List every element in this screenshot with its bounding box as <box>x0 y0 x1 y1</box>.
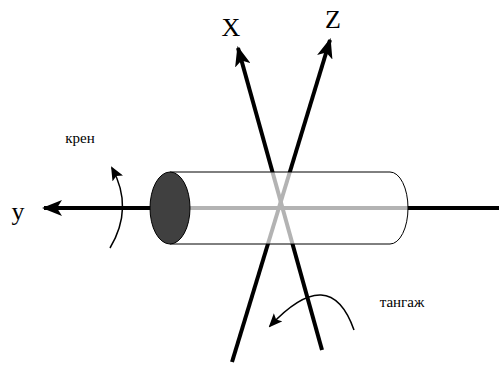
cylinder-outline <box>170 172 408 244</box>
rotation-label: тангаж <box>380 295 425 310</box>
axis-label: Z <box>325 7 341 33</box>
cylinder-body <box>170 172 408 244</box>
rotation-label: крен <box>65 131 94 146</box>
roll-arrow <box>110 168 123 248</box>
pitch-arrow <box>270 295 354 330</box>
axis-label: X <box>222 15 241 41</box>
cylinder-end <box>150 172 190 244</box>
axis-label: y <box>12 199 25 225</box>
